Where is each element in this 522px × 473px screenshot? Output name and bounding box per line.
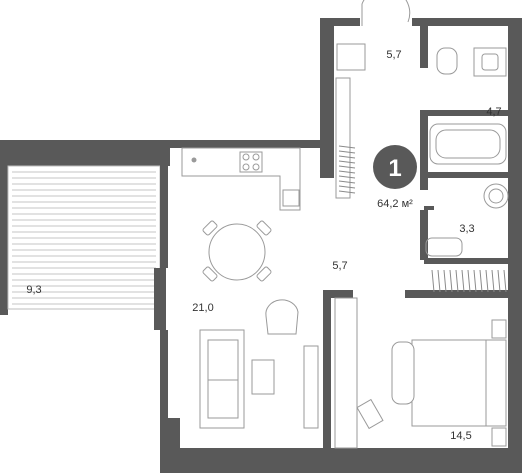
armchair (265, 299, 299, 335)
kitchen-counter (181, 147, 301, 211)
sofa (199, 329, 319, 429)
balcony-slats (12, 171, 156, 305)
clothes-rail (338, 145, 356, 194)
area-living-kitchen: 21,0 (192, 302, 213, 314)
dining-table (202, 220, 272, 282)
bedroom-furniture (334, 297, 507, 449)
balcony (0, 140, 170, 315)
apartment-number: 1 (388, 155, 401, 182)
apartment-number-badge (373, 145, 417, 189)
walls (154, 18, 522, 473)
area-bathroom: 4,7 (486, 106, 501, 118)
bathroom-fixtures (425, 47, 509, 293)
total-area: 64,2 м² (377, 198, 413, 210)
hall-furniture (335, 43, 366, 199)
storage-rail (431, 269, 507, 293)
area-wc-laundry: 3,3 (459, 223, 474, 235)
entrance-door (361, 0, 411, 26)
area-hallway: 5,7 (332, 260, 347, 272)
area-bedroom: 14,5 (450, 430, 471, 442)
area-balcony: 9,3 (26, 284, 41, 296)
area-hall-top: 5,7 (386, 49, 401, 61)
apartment-badge: 1 64,2 м² (373, 145, 417, 210)
